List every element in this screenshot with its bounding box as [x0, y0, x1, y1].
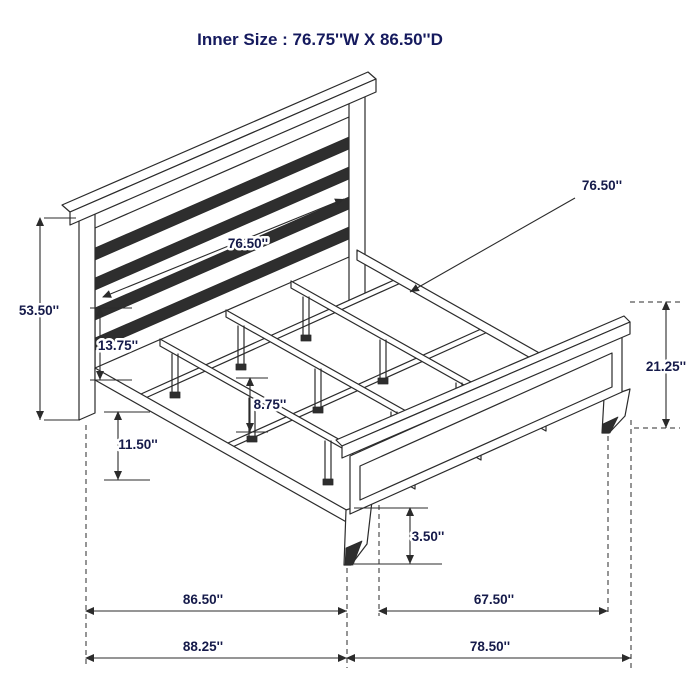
dim-overall-depth: 88.25''	[85, 637, 347, 662]
dim-inner-depth: 86.50''	[85, 590, 347, 615]
dim-footboard-outer-span: 78.50''	[346, 637, 631, 662]
dim-label: 78.50''	[470, 639, 510, 654]
dim-center-support-height: 8.75''	[236, 377, 289, 433]
footboard-left-foot-shade	[344, 540, 363, 566]
dim-label: 8.75''	[254, 397, 287, 412]
headboard-left-post	[78, 199, 96, 421]
dim-line	[102, 198, 345, 298]
dim-label: 76.50''	[582, 178, 622, 193]
support-leg	[322, 440, 334, 486]
footboard-inner-panel	[359, 352, 613, 501]
leader-line	[409, 197, 576, 293]
support-leg	[169, 353, 181, 399]
dim-slat-rail-length: 76.50''	[409, 176, 625, 293]
bed-frame	[61, 71, 631, 566]
inner-size-title: Inner Size : 76.75''W X 86.50''D	[197, 30, 443, 49]
dim-headboard-inner-width: 76.50''	[102, 198, 345, 298]
dim-rail-to-floor: 11.50''	[104, 411, 160, 481]
dim-panel-to-rail: 13.75''	[90, 307, 141, 381]
dim-rail-to-footboard-span: 67.50''	[378, 590, 608, 615]
dim-label: 53.50''	[19, 303, 59, 318]
support-leg	[300, 296, 312, 342]
footboard	[335, 315, 631, 566]
dim-label: 88.25''	[183, 639, 223, 654]
headboard-right-post	[348, 83, 366, 304]
dim-label: 86.50''	[183, 592, 223, 607]
headboard-cap-front	[69, 78, 377, 226]
footboard-cap-front	[341, 321, 631, 459]
dim-label: 67.50''	[474, 592, 514, 607]
dim-label: 11.50''	[118, 437, 157, 452]
dim-label: 21.25''	[646, 359, 686, 374]
dim-footboard-leg-height: 3.50''	[354, 507, 447, 565]
dim-footboard-height: 21.25''	[643, 301, 689, 428]
dim-headboard-height: 53.50''	[16, 217, 80, 421]
support-leg	[235, 325, 247, 371]
footboard-right-foot-shade	[601, 416, 619, 434]
dim-label: 76.50''	[228, 236, 268, 251]
dim-label: 13.75''	[98, 338, 138, 353]
extension-lines	[85, 301, 680, 668]
dim-label: 3.50''	[412, 529, 445, 544]
